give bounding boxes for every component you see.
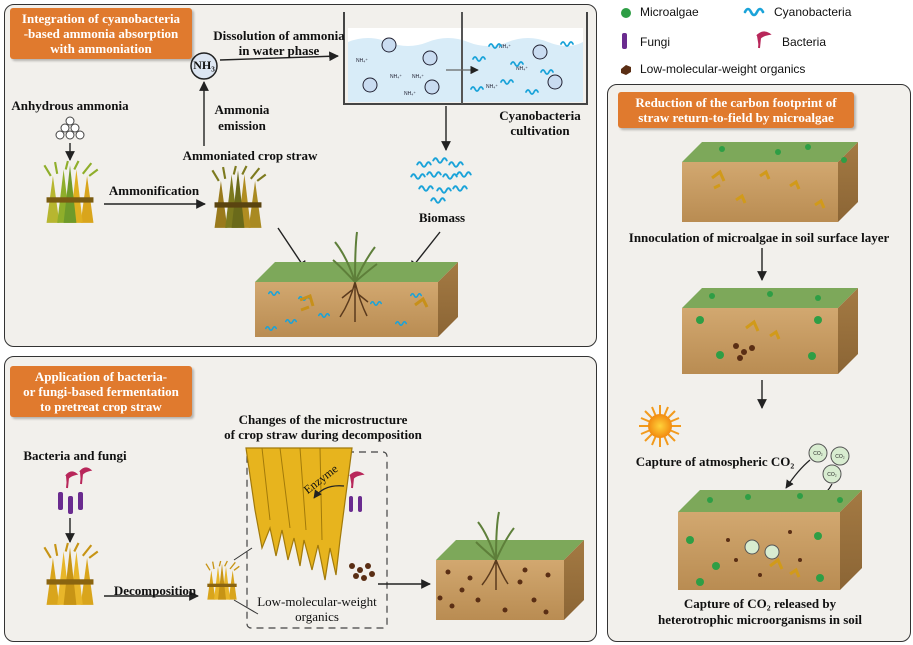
- soil-block-bottom: [436, 511, 584, 620]
- nh4-label: NH₄⁺: [356, 58, 368, 64]
- legend-lmw-organics-label: Low-molecular-weight organics: [640, 62, 806, 76]
- label-capture-released-line2: heterotrophic microorganisms in soil: [657, 612, 863, 627]
- label-innoculation: Innoculation of microalgae in soil surfa…: [628, 230, 890, 245]
- co2-bubble-label: CO₂: [835, 454, 845, 460]
- microalgae-legend-icon: [621, 8, 631, 18]
- label-lmw-line2: organics: [295, 609, 339, 624]
- label-anhydrous-ammonia: Anhydrous ammonia: [11, 98, 129, 113]
- zoom-line-upper: [233, 547, 253, 561]
- label-biomass: Biomass: [418, 210, 466, 225]
- label-dissolution-line1: Dissolution of ammonia: [213, 28, 345, 43]
- title-line: Integration of cyanobacteria: [21, 11, 181, 26]
- label-ammoniated-crop-straw: Ammoniated crop straw: [182, 148, 318, 163]
- co2-bubbles: [808, 443, 850, 484]
- label-capture-atmospheric: Capture of atmospheric CO₂: [635, 454, 795, 469]
- biomass-cyanobacteria-cluster: [410, 157, 472, 204]
- fresh-straw-sheaf-top: [43, 160, 99, 224]
- ammoniated-straw-sheaf: [211, 165, 267, 229]
- soil-block-top: [255, 231, 458, 337]
- label-ammonification: Ammonification: [108, 183, 200, 198]
- nh4-label: NH₄⁺: [404, 91, 416, 97]
- title-line: Application of bacteria-: [34, 369, 168, 384]
- legend-graphics: [621, 7, 772, 75]
- title-line: or fungi-based fermentation: [23, 384, 179, 399]
- title-bacteria-fungi-fermentation: Application of bacteria- or fungi-based …: [10, 366, 192, 417]
- fresh-straw-sheaf-bottom: [43, 542, 99, 606]
- label-lmw-line1: Low-molecular-weight: [257, 594, 377, 609]
- soil-block-right-1: [682, 142, 858, 222]
- label-ammonia-emission-line1: Ammonia: [214, 102, 270, 117]
- nh4-label: NH₄⁺: [390, 74, 402, 80]
- title-line: straw return-to-field by microalgae: [638, 110, 834, 125]
- label-ammonia-emission-line2: emission: [218, 118, 266, 133]
- nh4-label: NH₄⁺: [412, 74, 424, 80]
- label-cyanobacteria-cultivation-line2: cultivation: [510, 123, 570, 138]
- arrow-dissolution: [219, 51, 339, 62]
- label-dissolution-line2: in water phase: [238, 43, 320, 58]
- ammonia-pellets: [55, 116, 85, 140]
- title-line: -based ammonia absorption: [23, 26, 179, 41]
- decomposed-straw-sheaf: [205, 560, 241, 601]
- lmw-organics-particles: [349, 563, 375, 581]
- zoom-line-lower: [233, 599, 259, 615]
- nh3-molecule-icon: [190, 52, 218, 80]
- nh4-label: NH₄⁺: [486, 84, 498, 90]
- title-cyanobacteria-ammonia: Integration of cyanobacteria -based ammo…: [10, 8, 192, 59]
- lmw-organics-legend-icon: [621, 65, 631, 75]
- cyanobacteria-tank: NH₄⁺ NH₄⁺ NH₄⁺ NH₄⁺ NH₄⁺ NH₄⁺ NH₄⁺: [343, 12, 588, 105]
- soil-block-right-2: [682, 288, 858, 374]
- legend-bacteria-label: Bacteria: [782, 35, 827, 49]
- enzyme-microbes: [313, 471, 365, 512]
- label-capture-released-line1: Capture of CO₂ released by: [683, 596, 837, 611]
- title-line: with ammoniation: [50, 41, 152, 56]
- legend-cyanobacteria-label: Cyanobacteria: [774, 5, 852, 19]
- arrow-co2-to-soil-1: [785, 459, 811, 489]
- bacteria-fungi-icons: [58, 467, 93, 514]
- co2-bubble-label: CO₂: [827, 472, 837, 478]
- co2-bubble-label: CO₂: [813, 451, 823, 457]
- bacteria-legend-icon: [756, 31, 772, 49]
- legend-microalgae-label: Microalgae: [640, 5, 699, 19]
- nh4-label: NH₄⁺: [499, 44, 511, 50]
- title-microalgae-carbon-footprint: Reduction of the carbon footprint of str…: [618, 92, 854, 128]
- label-changes-line2: of crop straw during decomposition: [224, 427, 422, 442]
- legend-fungi-label: Fungi: [640, 35, 671, 49]
- label-decomposition: Decomposition: [113, 583, 197, 598]
- title-line: Reduction of the carbon footprint of: [635, 95, 837, 110]
- sun-icon: [639, 405, 681, 447]
- soil-block-right-3: [678, 490, 862, 590]
- nh4-label: NH₄⁺: [516, 66, 528, 72]
- straw-microstructure: [245, 447, 353, 581]
- label-nh3: NH₃: [193, 58, 215, 72]
- label-changes-line1: Changes of the microstructure: [238, 412, 408, 427]
- label-bacteria-and-fungi: Bacteria and fungi: [23, 448, 127, 463]
- fungi-legend-icon: [622, 33, 627, 49]
- cyanobacteria-legend-icon: [743, 7, 765, 17]
- title-line: to pretreat crop straw: [40, 399, 162, 414]
- label-cyanobacteria-cultivation-line1: Cyanobacteria: [499, 108, 581, 123]
